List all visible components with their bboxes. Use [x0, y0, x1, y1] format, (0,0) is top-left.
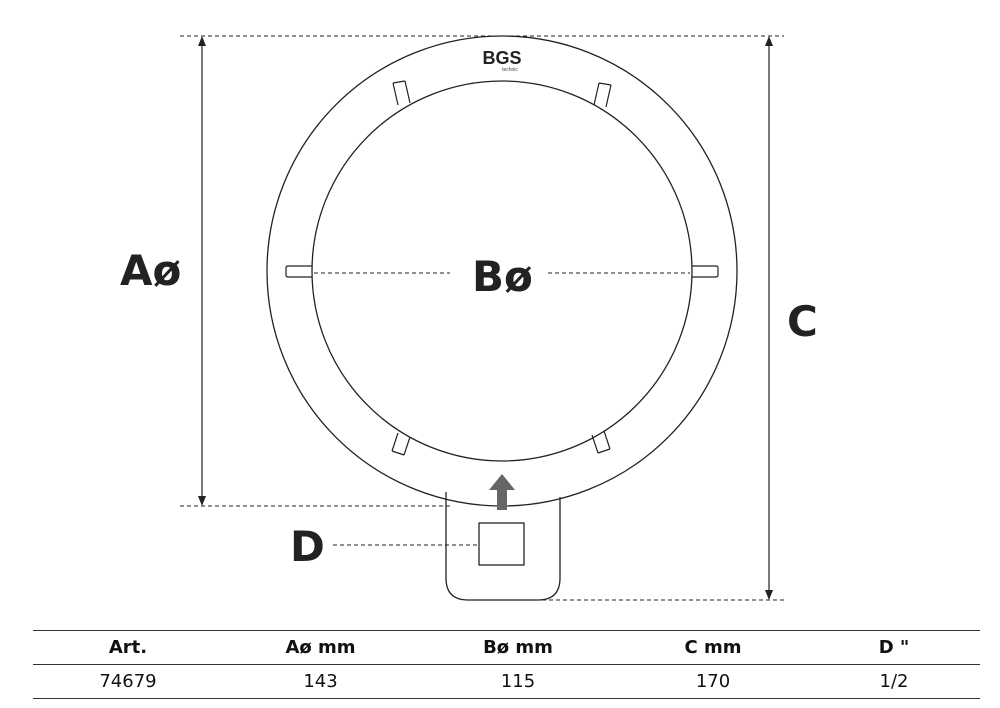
cell-art: 74679 [33, 664, 223, 699]
wrench-technical-drawing: BGS technic Aø Bø C D [120, 35, 818, 601]
label-d: D [290, 522, 325, 571]
col-header-b: Bø mm [418, 630, 618, 665]
col-header-c: C mm [618, 630, 808, 665]
col-header-a: Aø mm [223, 630, 418, 665]
drive-tab-outline [445, 492, 561, 601]
cell-d: 1/2 [808, 664, 980, 699]
inner-lugs [285, 80, 719, 456]
cell-b: 115 [418, 664, 618, 699]
table-row: 74679 143 115 170 1/2 [33, 664, 980, 699]
dimension-guides [180, 35, 784, 601]
square-drive [478, 522, 525, 566]
spec-table-header-row: Art. Aø mm Bø mm C mm D " [33, 630, 980, 665]
cell-a: 143 [223, 664, 418, 699]
col-header-d: D " [808, 630, 980, 665]
label-a-diameter: Aø [120, 246, 181, 295]
up-arrow-icon [489, 474, 515, 510]
label-b-diameter: Bø [472, 252, 533, 301]
cell-c: 170 [618, 664, 808, 699]
inner-ring [311, 80, 693, 462]
brand-logo-subtext: technic [502, 67, 518, 73]
col-header-art: Art. [33, 630, 223, 665]
brand-logo: BGS [482, 48, 521, 68]
c-dimension [765, 36, 773, 600]
label-c: C [787, 297, 818, 346]
a-dimension [198, 36, 206, 506]
spec-table: Art. Aø mm Bø mm C mm D " 74679 143 115 … [33, 630, 980, 699]
